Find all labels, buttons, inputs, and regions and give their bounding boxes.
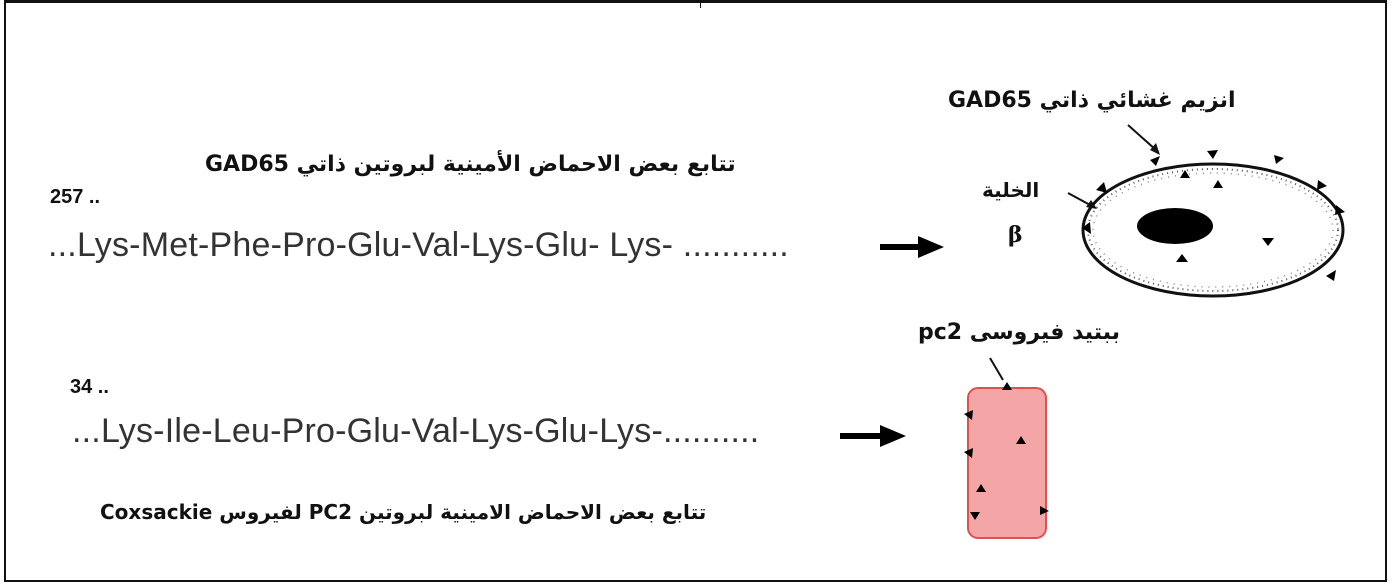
nucleus <box>1137 208 1213 244</box>
gad65-amino-acid-sequence: ...Lys-Met-Phe-Pro-Glu-Val-Lys-Glu- Lys-… <box>48 226 789 264</box>
pc2-amino-acid-sequence: ...Lys-Ile-Leu-Pro-Glu-Val-Lys-Glu-Lys-.… <box>72 412 760 450</box>
pc2-sequence-title: تتابع بعض الاحماض الامينية لبروتين PC2 ل… <box>100 500 707 524</box>
pc2-position-number: 34 .. <box>70 376 109 398</box>
cell-label: الخلية <box>982 178 1040 202</box>
frame-tick <box>700 0 701 8</box>
viral-peptide-label: ببتيد فيروسى pc2 <box>918 320 1120 345</box>
pc2-to-virus-arrow <box>840 425 906 447</box>
gad65-to-cell-arrow <box>880 236 944 258</box>
viral-pc2-particle <box>967 387 1047 539</box>
enzyme-pointer-arrowhead <box>1150 143 1160 155</box>
enzyme-pointer-line <box>1127 124 1157 151</box>
membrane-enzyme-label: انزيم غشائي ذاتي GAD65 <box>948 88 1236 113</box>
virus-pointer-line <box>989 357 1004 381</box>
pc2-antigen-markers <box>964 382 1049 520</box>
beta-label: β <box>1008 222 1023 248</box>
cell-pointer-line <box>1067 192 1093 207</box>
cell-pointer-arrowhead <box>1086 200 1097 209</box>
gad65-antigen-markers <box>1082 150 1345 281</box>
gad65-sequence-title: تتابع بعض الاحماض الأمينية لبروتين ذاتي … <box>205 152 736 177</box>
beta-cell <box>1081 162 1345 298</box>
gad65-position-number: 257 .. <box>50 186 101 208</box>
